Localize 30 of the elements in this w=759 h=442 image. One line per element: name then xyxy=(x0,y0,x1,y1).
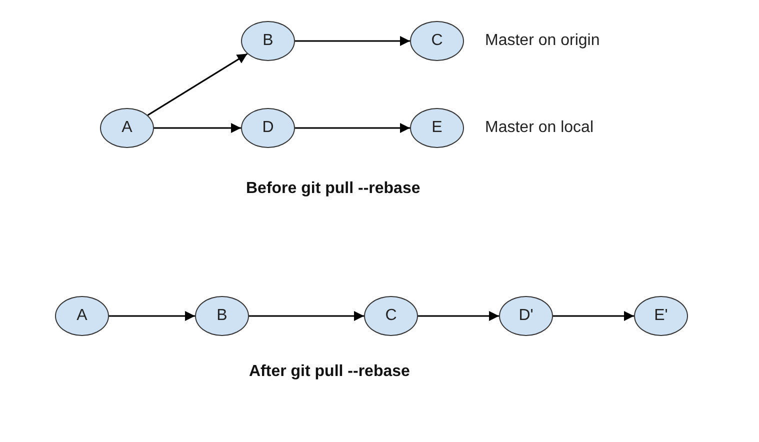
commit-label: E' xyxy=(654,307,668,325)
caption: Before git pull --rebase xyxy=(246,180,420,198)
commit-circle xyxy=(364,296,418,336)
commit-label: B xyxy=(262,32,274,50)
arrow xyxy=(109,311,195,321)
arrow xyxy=(154,123,241,133)
arrow xyxy=(249,311,364,321)
arrow xyxy=(553,311,634,321)
branch-label: Master on local xyxy=(485,119,594,137)
commit-label: C xyxy=(385,307,397,325)
arrow xyxy=(295,36,410,46)
branch-label: Master on origin xyxy=(485,32,600,50)
arrow xyxy=(418,311,499,321)
arrow xyxy=(147,53,248,116)
commit-circle xyxy=(55,296,109,336)
arrow xyxy=(295,123,410,133)
commit-circle xyxy=(195,296,249,336)
commit-circle xyxy=(499,296,553,336)
commit-circle xyxy=(241,108,295,148)
commit-circle xyxy=(100,108,154,148)
commit-label: E xyxy=(432,119,442,137)
caption: After git pull --rebase xyxy=(249,363,410,381)
commit-label: D' xyxy=(518,307,534,325)
commit-label: C xyxy=(431,32,443,50)
commit-label: A xyxy=(76,307,88,325)
commit-circle xyxy=(241,21,295,61)
commit-circle xyxy=(634,296,688,336)
commit-label: B xyxy=(216,307,228,325)
commit-label: A xyxy=(122,119,132,137)
commit-label: D xyxy=(262,119,274,137)
